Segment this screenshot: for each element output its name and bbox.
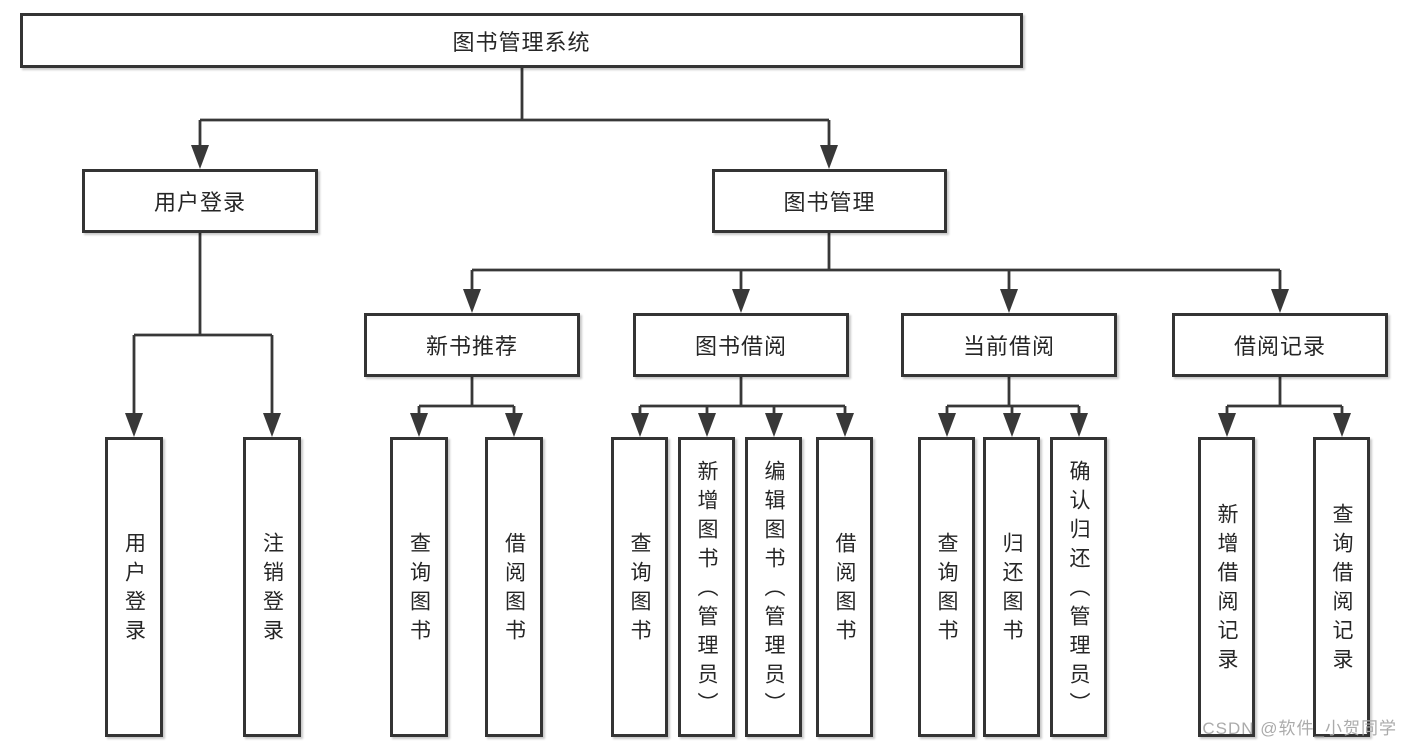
leaf-return-book: 归还图书 <box>983 437 1040 737</box>
leaf-logout: 注销登录 <box>243 437 301 737</box>
node-user-login: 用户登录 <box>82 169 318 233</box>
node-borrow-records: 借阅记录 <box>1172 313 1388 377</box>
node-current-borrow: 当前借阅 <box>901 313 1117 377</box>
leaf-query-borrow-record: 查询借阅记录 <box>1313 437 1370 737</box>
leaf-user-login: 用户登录 <box>105 437 163 737</box>
leaf-add-borrow-record: 新增借阅记录 <box>1198 437 1255 737</box>
leaf-edit-book-admin: 编辑图书（管理员） <box>745 437 802 737</box>
node-new-book-recommend: 新书推荐 <box>364 313 580 377</box>
leaf-add-book-admin: 新增图书（管理员） <box>678 437 735 737</box>
leaf-borrow-book-recommend: 借阅图书 <box>485 437 543 737</box>
node-library-management-system: 图书管理系统 <box>20 13 1023 68</box>
leaf-query-book-recommend: 查询图书 <box>390 437 448 737</box>
leaf-query-book-current: 查询图书 <box>918 437 975 737</box>
csdn-watermark: CSDN @软件_小贺同学 <box>1202 719 1397 738</box>
leaf-confirm-return-admin: 确认归还（管理员） <box>1050 437 1107 737</box>
leaf-borrow-book: 借阅图书 <box>816 437 873 737</box>
leaf-query-book-borrow: 查询图书 <box>611 437 668 737</box>
node-book-management: 图书管理 <box>712 169 947 233</box>
node-book-borrow: 图书借阅 <box>633 313 849 377</box>
